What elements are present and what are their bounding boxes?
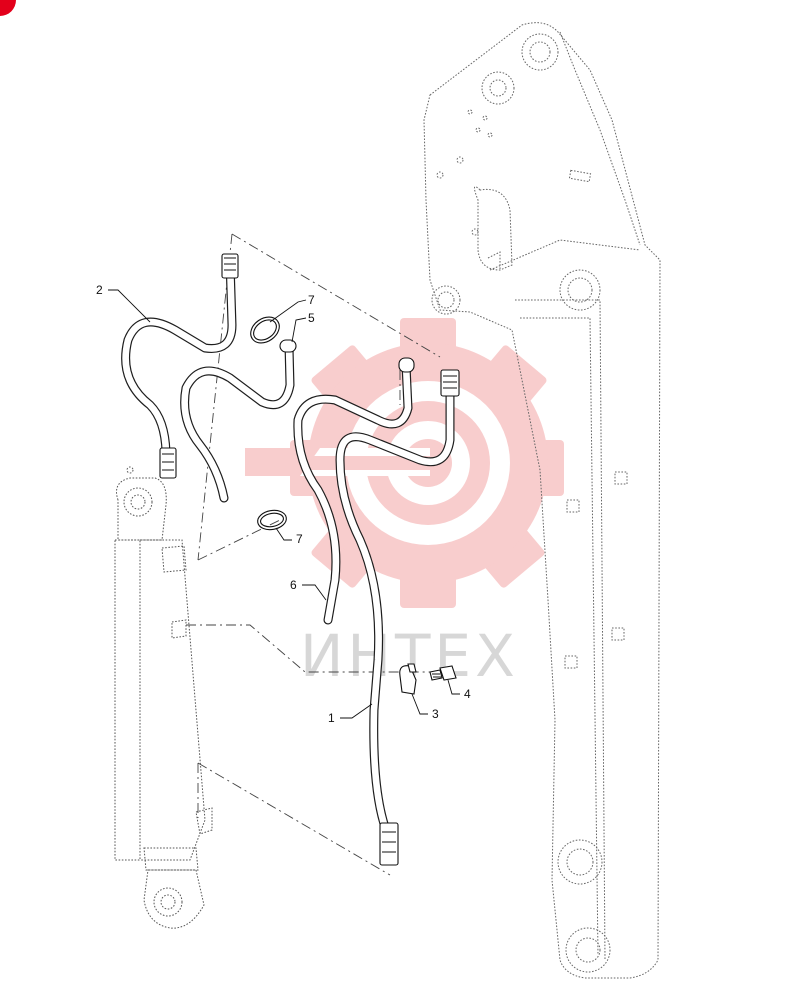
connection-lines (186, 233, 441, 876)
callout-5: 5 (308, 311, 315, 325)
callout-1: 1 (328, 711, 335, 725)
callout-labels: 2 7 5 7 6 1 3 4 (96, 283, 471, 725)
hose-fittings (159, 253, 460, 866)
clamp-and-bolt (399, 663, 457, 695)
callout-3: 3 (432, 707, 439, 721)
hose-1 (335, 380, 455, 835)
callout-6: 6 (290, 578, 297, 592)
boom-arm (423, 22, 661, 979)
hydraulic-cylinder (114, 466, 213, 929)
hose-2 (121, 257, 237, 457)
callout-7-upper: 7 (308, 293, 315, 307)
callout-7-lower: 7 (296, 532, 303, 546)
hose-5 (180, 341, 295, 503)
hose-6 (293, 360, 413, 625)
callout-leaders (108, 289, 460, 719)
corner-badge (0, 0, 16, 16)
callout-4: 4 (464, 687, 471, 701)
o-rings (250, 316, 287, 531)
callout-2: 2 (96, 283, 103, 297)
